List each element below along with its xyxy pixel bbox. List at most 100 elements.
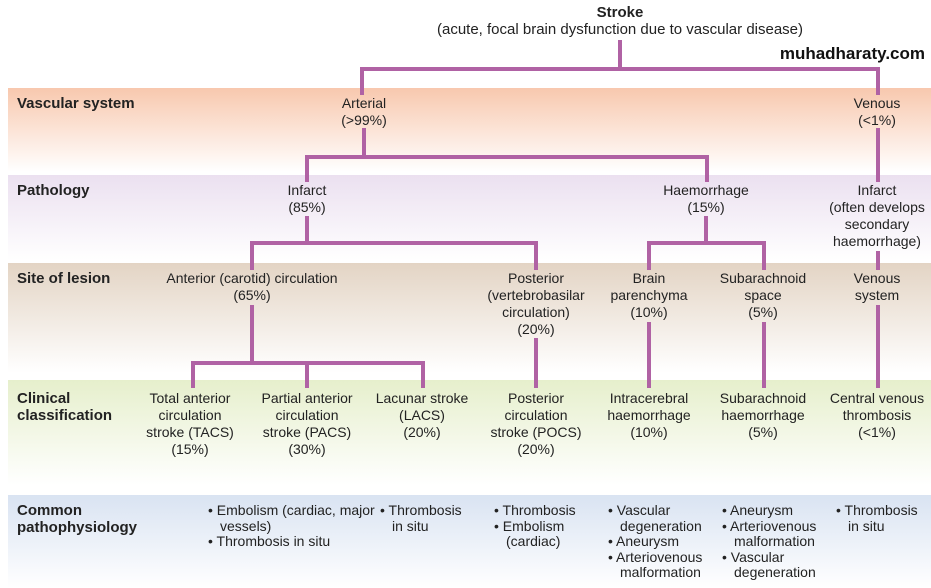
pathophys-item: Aneurysm <box>608 533 716 550</box>
row-label-common: Common pathophysiology <box>17 502 137 536</box>
node-line: (vertebrobasilar <box>487 287 585 303</box>
watermark: muhadharaty.com <box>779 44 925 63</box>
row-label-site: Site of lesion <box>17 270 111 287</box>
node-line: Intracerebral <box>609 390 689 406</box>
pathophys-item: Arteriovenous malformation <box>722 518 830 550</box>
node-line: parenchyma <box>610 287 688 303</box>
node-line: Subarachnoid <box>719 270 807 286</box>
node-line: (10%) <box>630 304 668 320</box>
pathophys-item: Thrombosis <box>494 502 594 519</box>
connector-anterior <box>191 305 425 388</box>
node-line: haemorrhage) <box>833 233 921 249</box>
node-line: circulation <box>275 407 339 423</box>
node-line: stroke (PACS) <box>262 424 352 440</box>
row-label-vascular: Vascular system <box>17 95 135 112</box>
node-infarct: Infarct(85%) <box>288 182 327 216</box>
node-lacs: Lacunar stroke(LACS)(20%) <box>376 390 469 441</box>
node-line: Venous <box>853 270 901 286</box>
node-line: Arterial <box>341 95 387 111</box>
band-pathology <box>8 175 931 261</box>
pathophys-item: Aneurysm <box>722 502 830 519</box>
pathophys-item: Arteriovenous malformation <box>608 549 716 581</box>
pathophys-ich: Vascular degenerationAneurysmArterioveno… <box>608 502 716 581</box>
node-line: Brain <box>632 270 666 286</box>
node-line: (15%) <box>171 441 209 457</box>
pathophys-item: Vascular degeneration <box>722 549 830 581</box>
node-line: (often develops <box>829 199 925 215</box>
node-haemorrhage: Haemorrhage(15%) <box>663 182 749 216</box>
pathophys-item: Vascular degeneration <box>608 502 716 534</box>
node-line: Central venous <box>829 390 925 406</box>
node-line: Partial anterior <box>261 390 353 406</box>
node-line: (>99%) <box>341 112 387 128</box>
pathophys-item: Embolism (cardiac, major vessels) <box>208 502 376 534</box>
pathophys-item: Thrombosis in situ <box>380 502 472 534</box>
row-label-pathology: Pathology <box>17 182 90 199</box>
title-main: Stroke <box>596 4 644 21</box>
node-line: Lacunar stroke <box>375 390 469 406</box>
node-line: (LACS) <box>399 407 445 423</box>
node-line: (10%) <box>630 424 668 440</box>
connector-stroke <box>360 40 880 95</box>
node-line: space <box>744 287 782 303</box>
node-arterial: Arterial(>99%) <box>341 95 387 129</box>
diagram-title: Stroke (acute, focal brain dysfunction d… <box>437 4 803 38</box>
connector-haemorrhage <box>647 216 766 270</box>
node-line: (65%) <box>233 287 271 303</box>
node-line: system <box>854 287 900 303</box>
pathophys-lacunar: Thrombosis in situ <box>380 502 472 534</box>
connector-arterial <box>305 128 709 182</box>
band-site-of-lesion <box>8 263 931 373</box>
pathophys-item: Embolism (cardiac) <box>494 518 594 550</box>
node-line: Haemorrhage <box>663 182 749 198</box>
node-line: circulation <box>158 407 222 423</box>
pathophys-sah: AneurysmArteriovenous malformationVascul… <box>722 502 830 581</box>
node-line: Infarct <box>287 182 327 198</box>
node-line: stroke (TACS) <box>146 424 234 440</box>
band-clinical-classification <box>8 380 931 485</box>
node-line: thrombosis <box>842 407 912 423</box>
node-line: circulation) <box>502 304 570 320</box>
node-venous: Venous(<1%) <box>854 95 901 129</box>
node-line: Subarachnoid <box>719 390 807 406</box>
node-line: stroke (POCS) <box>490 424 582 440</box>
node-line: haemorrhage <box>607 407 691 423</box>
node-line: haemorrhage <box>721 407 805 423</box>
node-line: secondary <box>844 216 910 232</box>
node-line: (85%) <box>288 199 326 215</box>
node-line: (5%) <box>748 424 778 440</box>
node-line: (<1%) <box>858 424 896 440</box>
pathophys-item: Thrombosis in situ <box>836 502 930 534</box>
title-subtitle: (acute, focal brain dysfunction due to v… <box>436 21 804 38</box>
node-line: Posterior <box>507 390 565 406</box>
node-line: (30%) <box>288 441 326 457</box>
pathophys-posterior: ThrombosisEmbolism (cardiac) <box>494 502 594 550</box>
node-line: Infarct <box>857 182 897 198</box>
node-line: (20%) <box>517 321 555 337</box>
node-line: Venous <box>853 95 901 111</box>
pathophys-anterior: Embolism (cardiac, major vessels)Thrombo… <box>208 502 376 550</box>
pathophys-item: Thrombosis in situ <box>208 533 376 550</box>
node-anterior: Anterior (carotid) circulation(65%) <box>166 270 337 304</box>
node-line: (5%) <box>748 304 778 320</box>
node-line: Total anterior <box>149 390 231 406</box>
node-line: (20%) <box>517 441 555 457</box>
node-line: circulation <box>504 407 568 423</box>
pathophys-cvt: Thrombosis in situ <box>836 502 930 534</box>
node-line: Anterior (carotid) circulation <box>166 270 338 286</box>
node-line: (20%) <box>403 424 441 440</box>
node-line: Posterior <box>507 270 565 286</box>
node-line: (<1%) <box>858 112 896 128</box>
